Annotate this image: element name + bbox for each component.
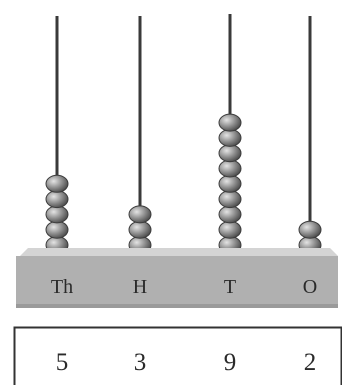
digit-box: 5 3 9 2 [13, 326, 342, 385]
rods [55, 14, 312, 250]
bead-hundreds [128, 205, 152, 224]
bead-thousands [45, 190, 69, 209]
bead-thousands [45, 220, 69, 239]
bead-tens [218, 159, 242, 178]
bead-ones [298, 220, 322, 239]
digit-thousands: 5 [56, 349, 69, 376]
digit-box-border [13, 326, 342, 385]
place-label-ones: O [303, 276, 317, 298]
bead-thousands [45, 205, 69, 224]
bead-hundreds [128, 220, 152, 239]
place-label-hundreds: H [133, 276, 147, 298]
bead-tens [218, 113, 242, 132]
beads [45, 113, 322, 254]
digit-ones: 2 [304, 349, 317, 376]
place-label-tens: T [224, 276, 236, 298]
base-shadow [16, 304, 338, 308]
place-labels: Th H T O [51, 276, 317, 298]
place-label-thousands: Th [51, 276, 73, 298]
base-front [16, 256, 338, 308]
digit-hundreds: 3 [134, 349, 147, 376]
base-top [20, 248, 338, 256]
digit-tens: 9 [224, 349, 237, 376]
bead-tens [218, 220, 242, 239]
bead-tens [218, 190, 242, 209]
bead-tens [218, 128, 242, 147]
bead-tens [218, 174, 242, 193]
abacus-base [16, 248, 338, 308]
bead-tens [218, 205, 242, 224]
bead-tens [218, 144, 242, 163]
bead-thousands [45, 174, 69, 193]
